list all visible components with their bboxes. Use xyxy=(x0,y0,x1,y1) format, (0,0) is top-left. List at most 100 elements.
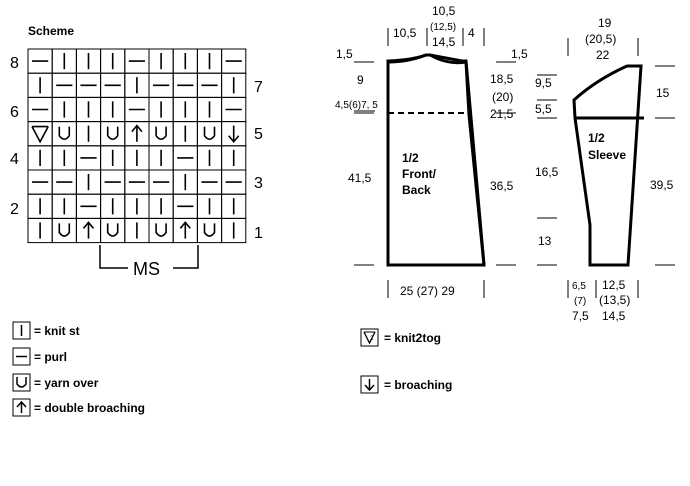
stitch-cell-knit xyxy=(100,145,126,171)
sleeve-top-width-large: 22 xyxy=(596,48,610,62)
sleeve-mid-left: 16,5 xyxy=(535,165,559,179)
row-number: 1 xyxy=(254,225,263,242)
stitch-cell-knit xyxy=(100,96,126,123)
legend: 2 xyxy=(12,321,379,417)
k2tog-icon: 2 xyxy=(370,336,374,342)
broaching-icon xyxy=(364,384,375,392)
front-back-schematic xyxy=(386,53,486,267)
sleeve-top-width: 19 xyxy=(598,16,612,30)
stitch-cell-knit xyxy=(124,193,150,219)
legend-knit-label: = knit st xyxy=(34,324,80,338)
armhole-left: 9 xyxy=(357,73,364,87)
stitch-cell-purl xyxy=(221,169,247,195)
stitch-cell-knit xyxy=(172,121,198,147)
legend-double-broaching xyxy=(12,398,31,417)
stitch-cell-knit xyxy=(27,145,53,171)
double-broaching-icon xyxy=(16,400,27,408)
stitch-cell-yo xyxy=(148,217,174,244)
legend-broaching xyxy=(360,375,379,394)
stitch-cell-yo xyxy=(51,217,77,244)
stitch-cell-double xyxy=(172,217,198,244)
sleeve-schematic xyxy=(572,64,644,267)
sleeve-bottom-left-width-large: 7,5 xyxy=(572,309,589,323)
body-label-line3: Back xyxy=(402,183,431,197)
stitch-cell-broach xyxy=(221,121,247,147)
stitch-cell-purl xyxy=(196,169,223,195)
sleeve-bottom-right-width-mid: (13,5) xyxy=(599,293,630,307)
body-top-width-mid: (12,5) xyxy=(430,22,456,33)
sleeve-outline xyxy=(572,64,643,267)
row-number: 7 xyxy=(254,79,263,96)
armhole-right-large: 21,5 xyxy=(490,107,514,121)
legend-double-broaching-label: = double broaching xyxy=(34,401,146,415)
stitch-cell-knit xyxy=(221,145,247,171)
stitch-cell-purl xyxy=(172,72,198,98)
stitch-chart-grid xyxy=(27,48,247,244)
stitch-cell-yo xyxy=(51,121,77,147)
stitch-cell-double xyxy=(75,217,102,244)
row-number: 2 xyxy=(10,201,19,218)
stitch-cell-knit xyxy=(51,145,77,171)
stitch-cell-purl xyxy=(51,169,77,195)
neck-depth: 4,5(6)7, 5 xyxy=(335,100,378,111)
body-outline xyxy=(386,53,486,267)
body-top-right: 4 xyxy=(468,26,475,40)
side-left: 41,5 xyxy=(348,171,372,185)
legend-purl xyxy=(12,347,31,366)
stitch-cell-knit xyxy=(75,96,102,123)
legend-broaching-label: = broaching xyxy=(384,378,453,392)
stitch-cell-knit xyxy=(51,193,77,219)
legend-yarn-over-label: = yarn over xyxy=(34,376,99,390)
stitch-cell-knit xyxy=(27,193,53,219)
legend-purl-label: = purl xyxy=(34,350,68,364)
yarn-over-icon xyxy=(16,377,27,388)
stitch-cell-knit xyxy=(221,193,247,219)
stitch-cell-knit xyxy=(148,96,174,123)
stitch-cell-knit xyxy=(196,193,223,219)
stitch-cell-k2tog xyxy=(27,121,53,147)
body-label: 1/2 xyxy=(402,151,419,165)
stitch-cell-knit xyxy=(196,96,223,123)
stitch-cell-knit xyxy=(100,48,126,74)
shoulder-left: 1,5 xyxy=(336,47,353,61)
ms-bracket-right xyxy=(173,245,199,269)
stitch-cell-knit xyxy=(196,145,223,171)
row-number: 5 xyxy=(254,126,263,143)
stitch-cell-purl xyxy=(124,48,150,74)
legend-k2tog-label: = knit2tog xyxy=(384,331,442,345)
sleeve-cap-right: 15 xyxy=(656,86,670,100)
stitch-cell-purl xyxy=(172,145,198,171)
sleeve-bottom-left: 13 xyxy=(538,234,552,248)
stitch-cell-knit xyxy=(100,193,126,219)
sleeve-bottom-left-width-mid: (7) xyxy=(574,296,586,307)
stitch-cell-knit xyxy=(221,217,247,244)
body-top-width-large: 14,5 xyxy=(432,35,456,49)
stitch-cell-purl xyxy=(51,72,77,98)
stitch-cell-yo xyxy=(100,217,126,244)
stitch-cell-knit xyxy=(172,96,198,123)
legend-knit xyxy=(12,321,31,340)
stitch-cell-purl xyxy=(148,169,174,195)
body-bottom-width: 25 (27) 29 xyxy=(400,284,455,298)
sleeve-cap-left: 9,5 xyxy=(535,76,552,90)
stitch-cell-knit xyxy=(124,217,150,244)
stitch-cell-purl xyxy=(27,48,53,74)
sleeve-label: 1/2 xyxy=(588,131,605,145)
stitch-cell-knit xyxy=(221,72,247,98)
sleeve-bottom-right-width-large: 14,5 xyxy=(602,309,626,323)
legend-yarn-over xyxy=(12,373,31,392)
stitch-cell-knit xyxy=(172,169,198,195)
stitch-cell-knit xyxy=(27,72,53,98)
stitch-cell-purl xyxy=(221,96,247,123)
shoulder-right: 1,5 xyxy=(511,47,528,61)
stitch-cell-knit xyxy=(148,193,174,219)
stitch-cell-yo xyxy=(148,121,174,147)
sleeve-label-line2: Sleeve xyxy=(588,148,626,162)
stitch-cell-purl xyxy=(75,72,102,98)
stitch-cell-double xyxy=(124,121,150,147)
sleeve-bottom-left-width: 6,5 xyxy=(572,281,586,292)
stitch-cell-purl xyxy=(75,145,102,171)
row-number: 6 xyxy=(10,104,19,121)
body-label-line2: Front/ xyxy=(402,167,437,181)
